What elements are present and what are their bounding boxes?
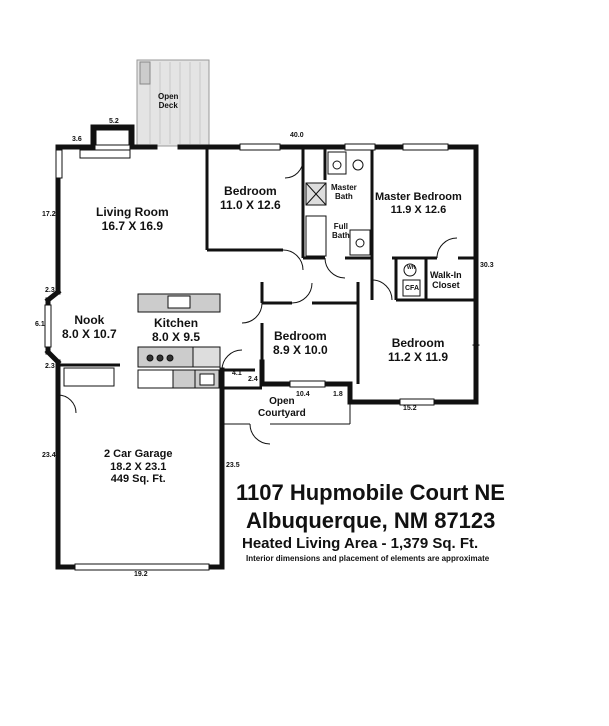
bath-fixtures bbox=[305, 151, 421, 297]
nook-size: 8.0 X 10.7 bbox=[62, 326, 117, 341]
bedroom-1-name: Bedroom bbox=[224, 184, 277, 198]
master-bedroom-name: Master Bedroom bbox=[375, 191, 462, 203]
fireplace bbox=[79, 129, 131, 159]
full-bath-label: Full Bath bbox=[332, 222, 350, 241]
kitchen-size: 8.0 X 9.5 bbox=[152, 329, 201, 344]
address-line-1: 1107 Hupmobile Court NE bbox=[236, 480, 505, 505]
nook-name: Nook bbox=[74, 313, 105, 327]
dim-10-4: 10.4 bbox=[296, 391, 310, 398]
garage-label: 2 Car Garage 18.2 X 23.1 449 Sq. Ft. bbox=[104, 448, 172, 486]
dim-5-2: 5.2 bbox=[109, 118, 119, 125]
kitchen-counters bbox=[63, 293, 221, 389]
heated-area: Heated Living Area - 1,379 Sq. Ft. bbox=[242, 535, 479, 552]
open-deck-label: Open Deck bbox=[158, 92, 179, 111]
kitchen-name: Kitchen bbox=[154, 316, 199, 330]
disclaimer: Interior dimensions and placement of ele… bbox=[246, 554, 490, 563]
dim-23-4: 23.4 bbox=[42, 452, 56, 459]
address-line-2: Albuquerque, NM 87123 bbox=[246, 508, 496, 533]
bedroom-3-name: Bedroom bbox=[391, 336, 445, 350]
dim-15-2: 15.2 bbox=[403, 405, 417, 412]
dim-3-6: 3.6 bbox=[72, 136, 82, 143]
living-room-label: Living Room 16.7 X 16.9 bbox=[96, 205, 169, 234]
windows bbox=[44, 143, 480, 571]
dim-6-1: 6.1 bbox=[35, 321, 45, 328]
bedroom-3-size: 11.2 X 11.9 bbox=[388, 349, 449, 364]
doors bbox=[57, 159, 458, 445]
dim-23-5: 23.5 bbox=[226, 462, 240, 469]
dim-1-8: 1.8 bbox=[333, 391, 343, 398]
bedroom-2-size: 8.9 X 10.0 bbox=[273, 342, 328, 357]
garage-area: 449 Sq. Ft. bbox=[110, 473, 166, 486]
living-room-name: Living Room bbox=[96, 205, 169, 219]
garage-size: 18.2 X 23.1 bbox=[110, 460, 167, 473]
bedroom-1-label: Bedroom 11.0 X 12.6 bbox=[220, 184, 281, 213]
dim-4-1: 4.1 bbox=[232, 370, 242, 377]
dim-2-3-top: 2.3 bbox=[45, 287, 55, 294]
master-bedroom-label: Master Bedroom 11.9 X 12.6 bbox=[375, 191, 462, 216]
master-bedroom-size: 11.9 X 12.6 bbox=[390, 203, 447, 216]
living-room-size: 16.7 X 16.9 bbox=[101, 218, 164, 233]
dim-2-3-bottom: 2.3 bbox=[45, 363, 55, 370]
water-heater-label: WH bbox=[407, 265, 416, 271]
kitchen-label: Kitchen 8.0 X 9.5 bbox=[152, 316, 201, 345]
courtyard-label: Open Courtyard bbox=[258, 396, 306, 419]
dim-19-2: 19.2 bbox=[134, 571, 148, 578]
bedroom-2-name: Bedroom bbox=[274, 329, 327, 343]
cfa-label: CFA bbox=[405, 285, 419, 292]
garage-name: 2 Car Garage bbox=[104, 448, 173, 460]
dim-17-2: 17.2 bbox=[42, 211, 56, 218]
nook-label: Nook 8.0 X 10.7 bbox=[62, 313, 117, 342]
bedroom-3-label: Bedroom 11.2 X 11.9 bbox=[388, 336, 449, 365]
courtyard-outline bbox=[222, 402, 351, 425]
open-deck bbox=[136, 59, 210, 147]
dim-2-4: 2.4 bbox=[248, 376, 258, 383]
dim-40-0: 40.0 bbox=[290, 132, 304, 139]
master-bath-label: Master Bath bbox=[331, 183, 357, 202]
interior-walls bbox=[58, 147, 476, 390]
bedroom-2-label: Bedroom 8.9 X 10.0 bbox=[273, 329, 328, 358]
walk-in-closet-label: Walk-In Closet bbox=[430, 270, 462, 291]
bedroom-1-size: 11.0 X 12.6 bbox=[220, 197, 281, 212]
dim-30-3: 30.3 bbox=[480, 262, 494, 269]
